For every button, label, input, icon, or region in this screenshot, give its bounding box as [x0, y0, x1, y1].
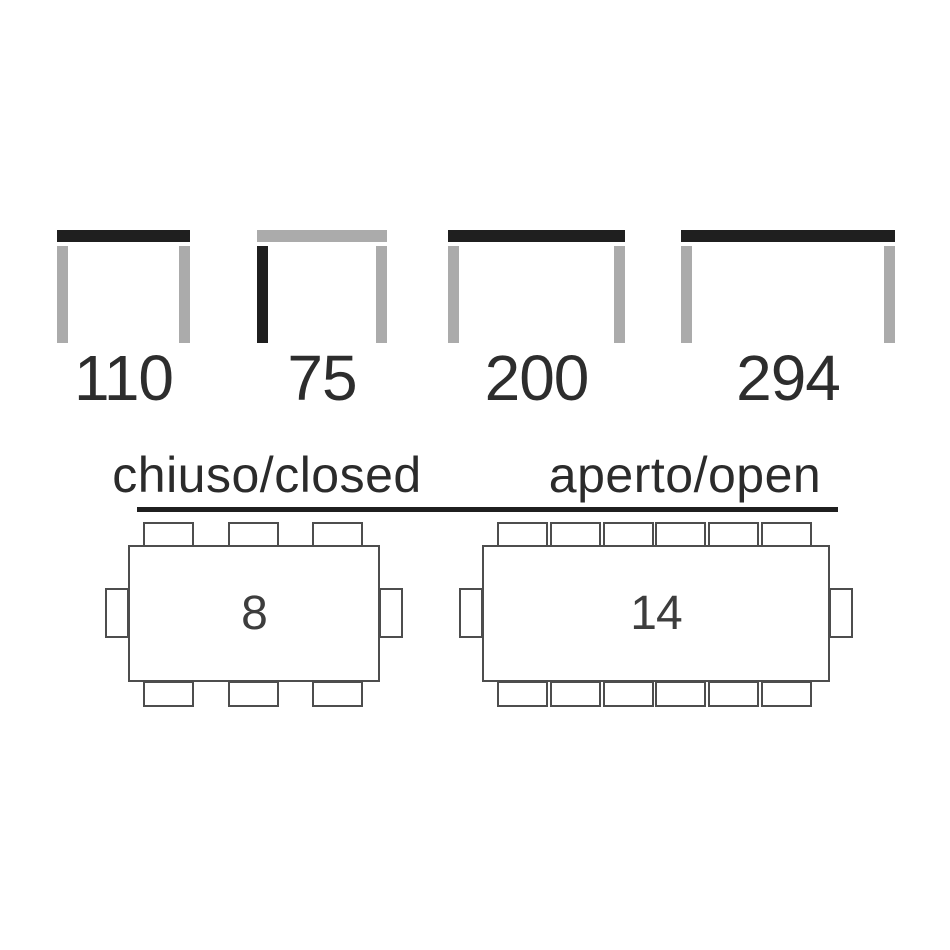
chair	[829, 588, 853, 638]
chair	[655, 522, 707, 548]
dimension-value: 110	[73, 342, 174, 414]
chair-row-top	[497, 522, 812, 548]
side-view-3: 200	[448, 230, 625, 420]
chair	[602, 681, 654, 707]
chair	[227, 522, 279, 548]
chair-row-bottom	[143, 681, 363, 707]
chair	[379, 588, 403, 638]
dimension-value: 200	[484, 342, 590, 414]
dimension-value: 75	[287, 342, 357, 414]
chair	[497, 681, 548, 707]
chair	[227, 681, 279, 707]
left-leg-bar	[448, 246, 459, 343]
right-leg-bar	[376, 246, 387, 343]
table-surface: 8	[128, 545, 380, 682]
dimension-value: 294	[736, 342, 841, 414]
chair	[760, 681, 812, 707]
chair	[760, 522, 812, 548]
side-view-2: 75	[257, 230, 387, 420]
right-leg-bar	[884, 246, 895, 343]
tabletop-bar	[681, 230, 895, 242]
tabletop-bar	[57, 230, 190, 242]
plan-view-open: 14	[459, 522, 853, 707]
side-view-1: 110	[57, 230, 190, 420]
chair-row-bottom	[497, 681, 812, 707]
plan-view-closed: 8	[105, 522, 403, 707]
chair	[655, 681, 707, 707]
seat-count: 14	[630, 587, 682, 640]
section-divider-line	[137, 507, 838, 512]
tabletop-bar	[448, 230, 625, 242]
left-leg-bar	[681, 246, 692, 343]
chair	[105, 588, 129, 638]
right-leg-bar	[614, 246, 625, 343]
left-leg-bar	[57, 246, 68, 343]
chair	[312, 681, 363, 707]
chair	[549, 681, 601, 707]
table-surface: 14	[482, 545, 830, 682]
chair	[708, 522, 760, 548]
chair	[459, 588, 483, 638]
label-aperto-open: aperto/open	[548, 447, 822, 503]
tabletop-bar	[257, 230, 387, 242]
left-leg-bar	[257, 246, 268, 343]
chair	[708, 681, 760, 707]
label-chiuso-closed: chiuso/closed	[112, 447, 422, 503]
seat-count: 8	[241, 587, 268, 640]
side-view-4: 294	[681, 230, 895, 420]
chair	[143, 681, 194, 707]
right-leg-bar	[179, 246, 190, 343]
